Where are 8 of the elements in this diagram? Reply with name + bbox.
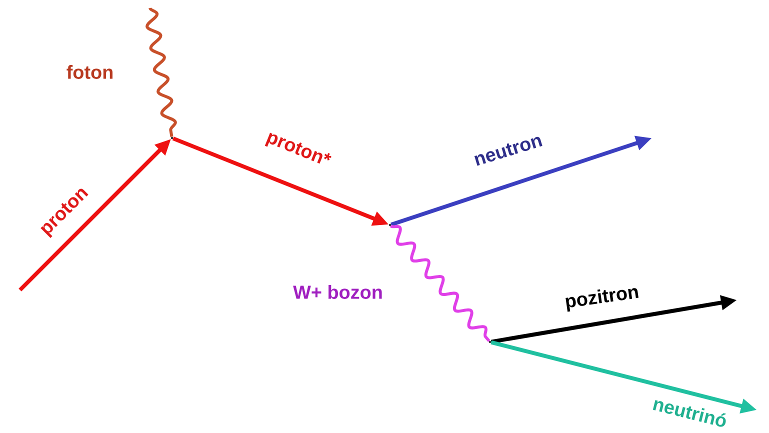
wavy-line — [390, 224, 490, 342]
wavy-line — [146, 7, 177, 138]
edge-label: W+ bozon — [292, 284, 384, 300]
edge-label: neutron — [471, 132, 545, 168]
edge-label: foton — [65, 64, 115, 80]
edge-label: proton* — [262, 128, 334, 172]
edge-label: pozitron — [562, 282, 642, 314]
edge-label: neutrinó — [650, 394, 730, 430]
